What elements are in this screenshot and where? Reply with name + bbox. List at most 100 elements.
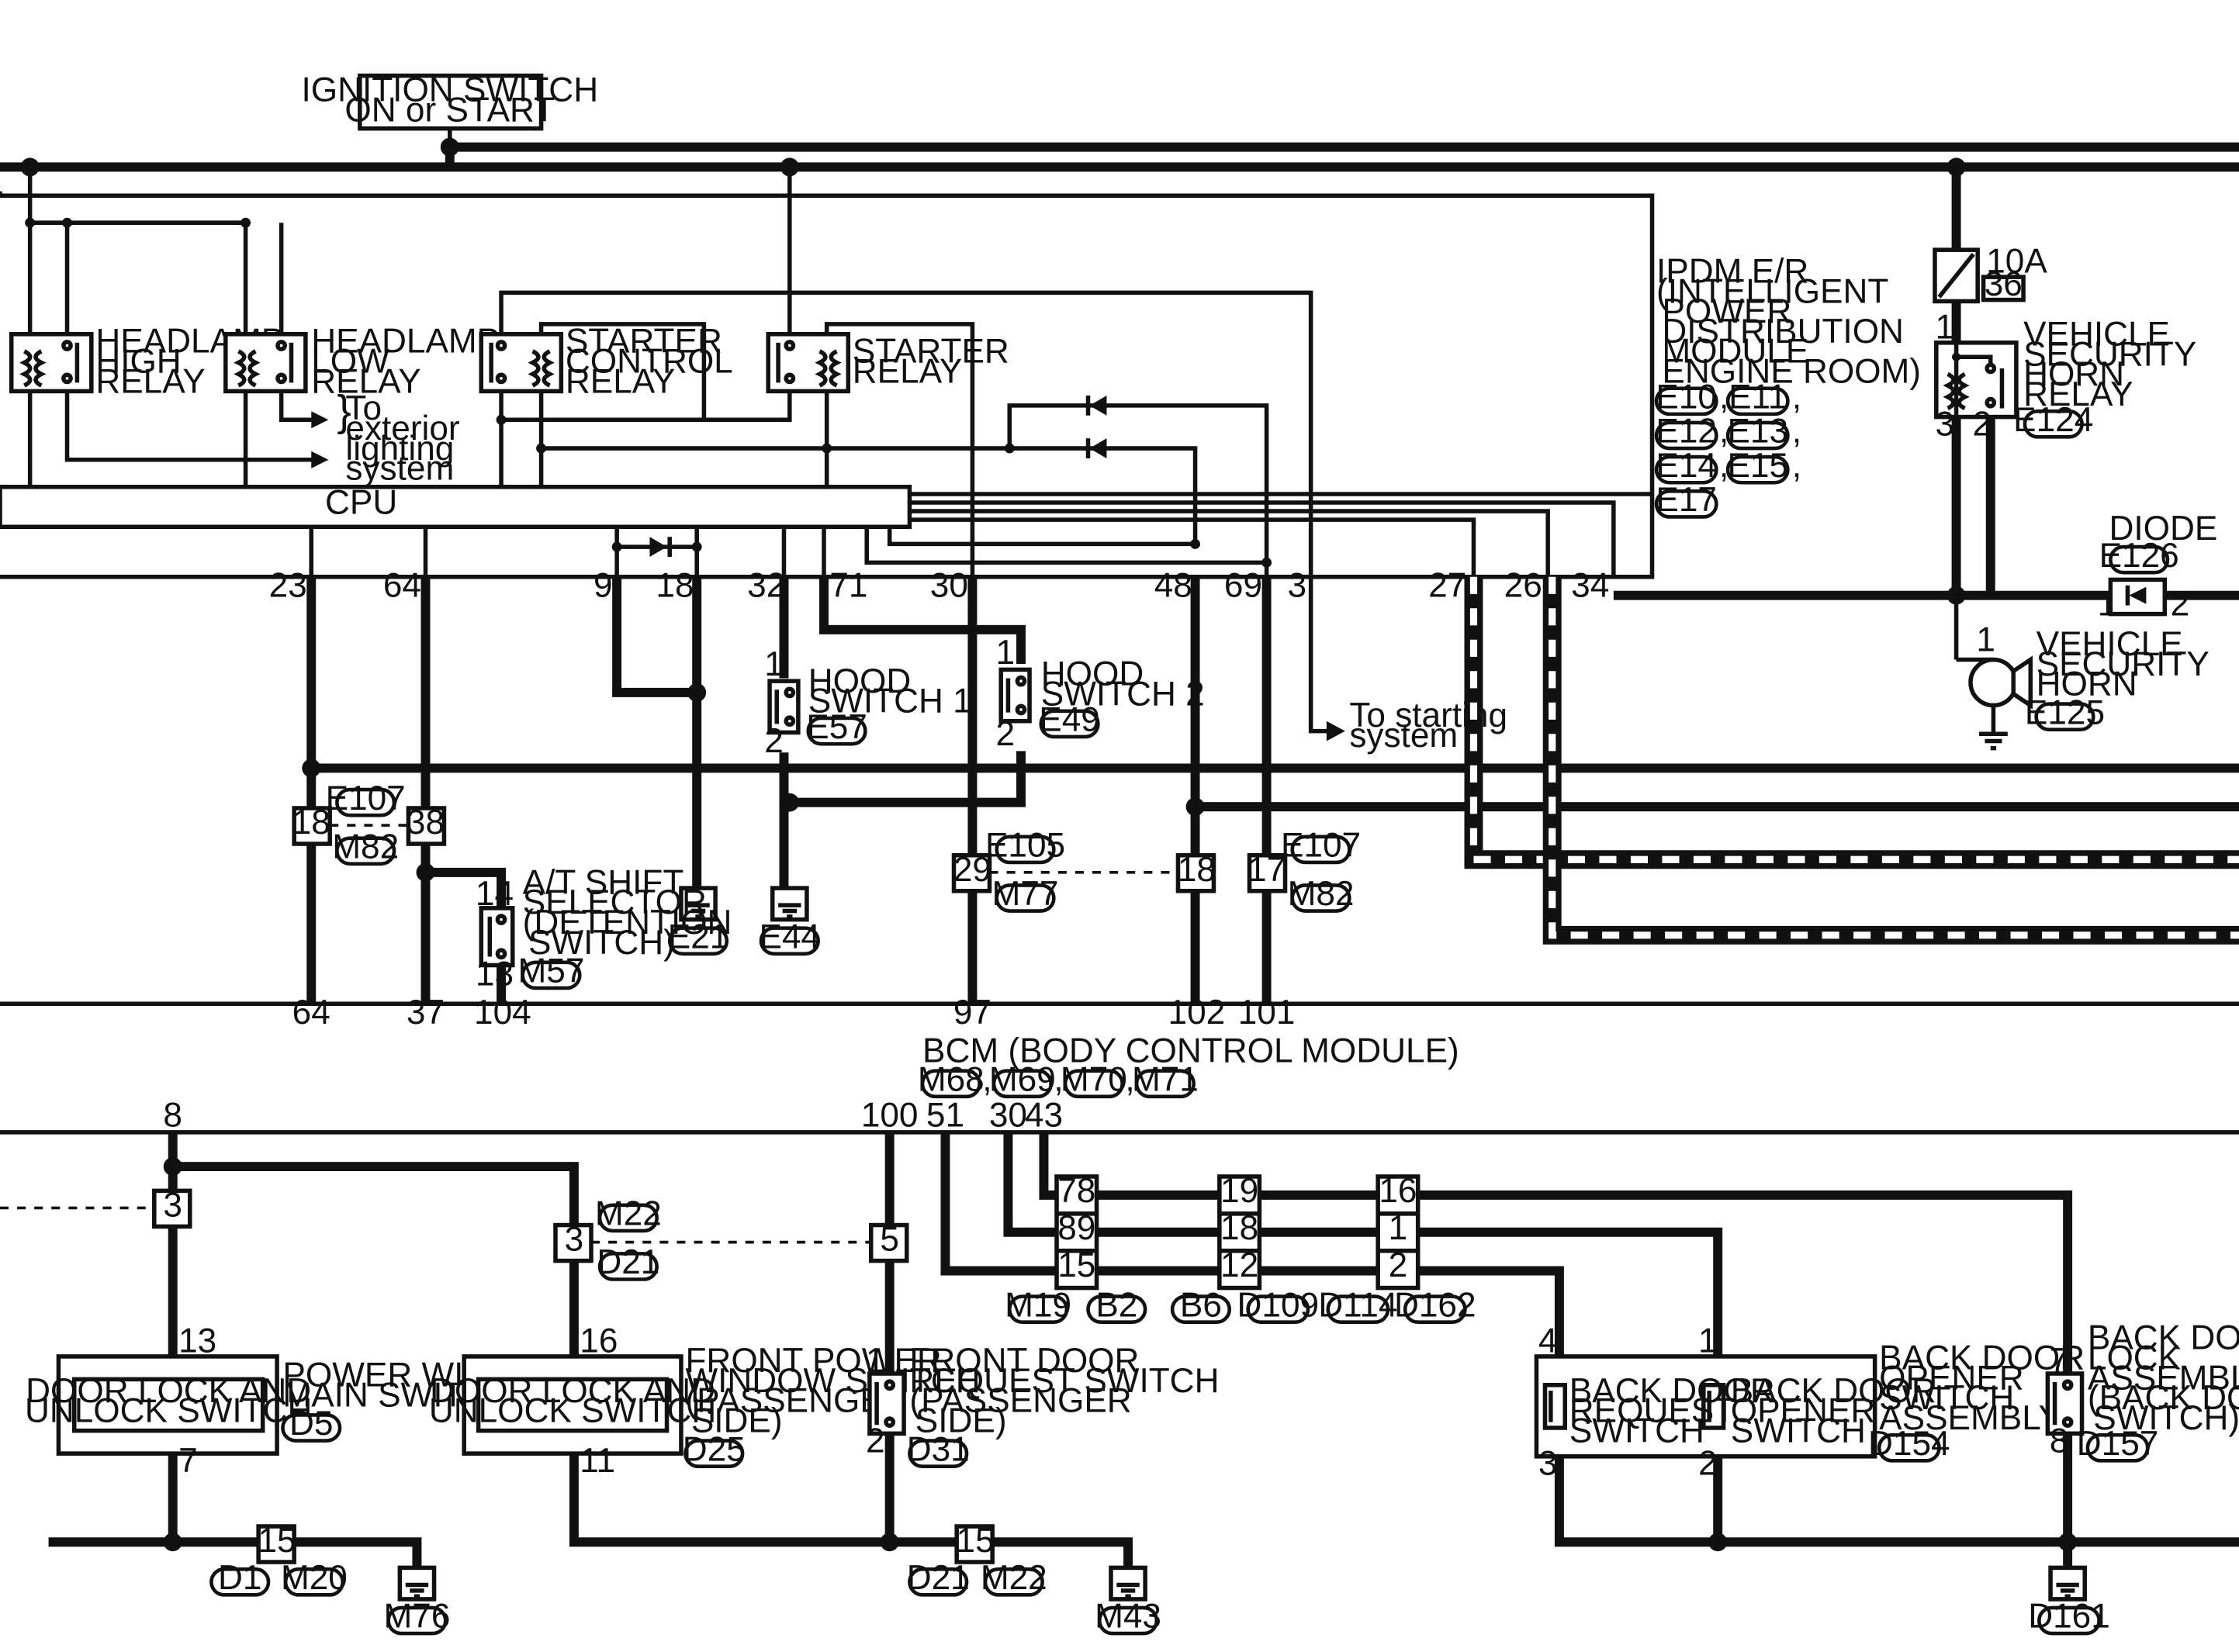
back-door-lock-assembly: 7 8 BACK DOOR LOCK ASSEMBLY (BACK DOOR S…: [2045, 1319, 2239, 1463]
svg-text:,: ,: [1719, 413, 1729, 451]
svg-text:D5: D5: [289, 1405, 333, 1443]
svg-text:MODULE: MODULE: [1662, 333, 1808, 371]
harness-connectors: 78 89 15 19 18 12 16 1 2 M19 B2 B6 D109 …: [1005, 1172, 1476, 1324]
svg-text:100: 100: [861, 1097, 919, 1135]
svg-text:1: 1: [764, 645, 784, 683]
svg-text:3: 3: [565, 1221, 584, 1259]
svg-text:IGNITION SWITCH: IGNITION SWITCH: [301, 71, 598, 109]
svg-text:D157: D157: [2077, 1425, 2159, 1463]
svg-text:11: 11: [580, 1442, 615, 1480]
svg-text:E17: E17: [1656, 481, 1717, 519]
svg-text:3: 3: [1538, 1445, 1558, 1483]
svg-text:E14: E14: [1656, 447, 1717, 485]
svg-text:,: ,: [1719, 378, 1729, 416]
svg-text:27: 27: [1428, 567, 1466, 605]
svg-text:SELECTOR: SELECTOR: [523, 883, 707, 921]
svg-text:2: 2: [995, 715, 1015, 753]
ground-m76: M76: [383, 1565, 450, 1636]
svg-text:15: 15: [957, 1522, 995, 1560]
bcm-connectors: M68 , M69 , M70 , M71: [918, 1060, 1199, 1098]
svg-text:HIGH: HIGH: [95, 342, 181, 380]
svg-text:,: ,: [1125, 1060, 1134, 1098]
svg-text:,: ,: [1054, 1060, 1063, 1098]
svg-text:E12: E12: [1656, 413, 1717, 451]
svg-text:ASSEMBLY: ASSEMBLY: [1879, 1399, 2061, 1437]
svg-text:2: 2: [2171, 585, 2190, 623]
back-door-opener-switch-assembly: BACK DOOR REQUEST SWITCH BACK DOOR OPENE…: [1534, 1322, 2085, 1483]
svg-text:102: 102: [1168, 994, 1226, 1032]
svg-text:exterior: exterior: [345, 410, 459, 448]
svg-text:M70: M70: [1061, 1060, 1127, 1098]
svg-text:30: 30: [989, 1097, 1027, 1135]
svg-text:38: 38: [407, 804, 445, 842]
svg-text:3: 3: [163, 1187, 182, 1225]
cpu-block: CPU: [0, 484, 912, 530]
ground-m43: M43: [1095, 1565, 1161, 1636]
svg-text:HORN: HORN: [2037, 665, 2137, 703]
starter-relay: STARTER RELAY: [766, 332, 1009, 394]
svg-text:5: 5: [880, 1221, 899, 1259]
svg-text:18: 18: [292, 804, 330, 842]
svg-text:32: 32: [747, 567, 785, 605]
svg-text:VEHICLE: VEHICLE: [2037, 625, 2183, 663]
svg-text:104: 104: [474, 994, 531, 1032]
svg-text:D21: D21: [597, 1243, 659, 1281]
svg-text:SWITCH: SWITCH: [1569, 1412, 1704, 1450]
svg-text:D21: D21: [907, 1559, 970, 1597]
svg-text:DISTRIBUTION: DISTRIBUTION: [1662, 313, 1904, 351]
svg-text:E126: E126: [2099, 537, 2179, 575]
svg-text:RELAY: RELAY: [311, 362, 421, 400]
svg-text:E44: E44: [760, 918, 821, 956]
power-window-main-switch: DOOR LOCK AND UNLOCK SWITCH 13 7 POWER W…: [25, 1322, 573, 1480]
ipdm-internal-wiring: [25, 167, 1652, 577]
svg-text:SWITCH): SWITCH): [528, 924, 675, 962]
starter-control-relay: STARTER CONTROL RELAY: [479, 323, 733, 400]
bcm-top-pins: 64 37 104 97 102 101: [292, 994, 1296, 1032]
horn-circuit: 10A 36 1 3 2 VEHICLE SECURITY HORN RELAY…: [1613, 167, 2239, 751]
svg-text:71: 71: [829, 567, 867, 605]
middle-wiring: To starting system: [302, 576, 2239, 1004]
ipdm-label: IPDM E/R (INTELLIGENT POWER DISTRIBUTION…: [1656, 253, 1921, 391]
svg-text:37: 37: [407, 994, 445, 1032]
svg-text:To: To: [345, 389, 382, 427]
hood-switch-2: 1 2 HOOD SWITCH 2 E49: [995, 634, 1204, 753]
svg-text:SWITCH: SWITCH: [1731, 1412, 1866, 1450]
svg-text:BACK DOOR: BACK DOOR: [1731, 1372, 1936, 1410]
svg-text:M19: M19: [1005, 1286, 1071, 1324]
svg-text:M20: M20: [281, 1559, 348, 1597]
svg-text:(DETENTION: (DETENTION: [523, 904, 732, 942]
svg-text:system: system: [1349, 717, 1458, 755]
svg-text:78: 78: [1057, 1172, 1095, 1210]
svg-text:,: ,: [1792, 447, 1801, 485]
svg-text:(INTELLIGENT: (INTELLIGENT: [1656, 272, 1888, 310]
svg-text:13: 13: [178, 1322, 216, 1360]
svg-text:BCM (BODY CONTROL MODULE): BCM (BODY CONTROL MODULE): [922, 1032, 1459, 1070]
svg-text:4: 4: [1538, 1322, 1558, 1360]
joint-connectors-middle: 18 38 E107 M82 29 18 E105 M77 17 E107 M8…: [292, 779, 1361, 913]
svg-text:RELAY: RELAY: [95, 362, 206, 400]
svg-text:(BACK DOOR: (BACK DOOR: [2088, 1379, 2239, 1417]
svg-text:43: 43: [1025, 1097, 1063, 1135]
svg-text:15: 15: [1057, 1246, 1095, 1284]
svg-text:OPENER: OPENER: [1731, 1392, 1875, 1430]
svg-text:64: 64: [383, 567, 421, 605]
svg-text:SIDE): SIDE): [691, 1401, 783, 1439]
svg-text:8: 8: [163, 1097, 182, 1135]
svg-text:VEHICLE: VEHICLE: [2023, 316, 2170, 354]
svg-text:CPU: CPU: [325, 484, 397, 522]
svg-text:34: 34: [1571, 567, 1609, 605]
svg-text:29: 29: [953, 851, 991, 889]
svg-text:,: ,: [1792, 378, 1801, 416]
svg-text:M82: M82: [1288, 875, 1355, 913]
svg-text:D154: D154: [1868, 1425, 1950, 1463]
svg-text:ON or START: ON or START: [344, 91, 555, 129]
svg-text:2: 2: [1389, 1246, 1408, 1284]
security-horn: 1 VEHICLE SECURITY HORN E125: [1956, 620, 2210, 751]
hood-switch-1: 1 2 HOOD SWITCH 1 E57: [764, 645, 971, 760]
svg-text:HEADLAMP: HEADLAMP: [311, 323, 500, 361]
svg-text:1: 1: [2098, 585, 2117, 623]
svg-text:51: 51: [926, 1097, 964, 1135]
front-door-request-switch: 1 2 FRONT DOOR REQUEST SWITCH (PASSENGER…: [866, 1342, 1219, 1468]
svg-text:3: 3: [1288, 567, 1307, 605]
svg-text:101: 101: [1238, 994, 1296, 1032]
